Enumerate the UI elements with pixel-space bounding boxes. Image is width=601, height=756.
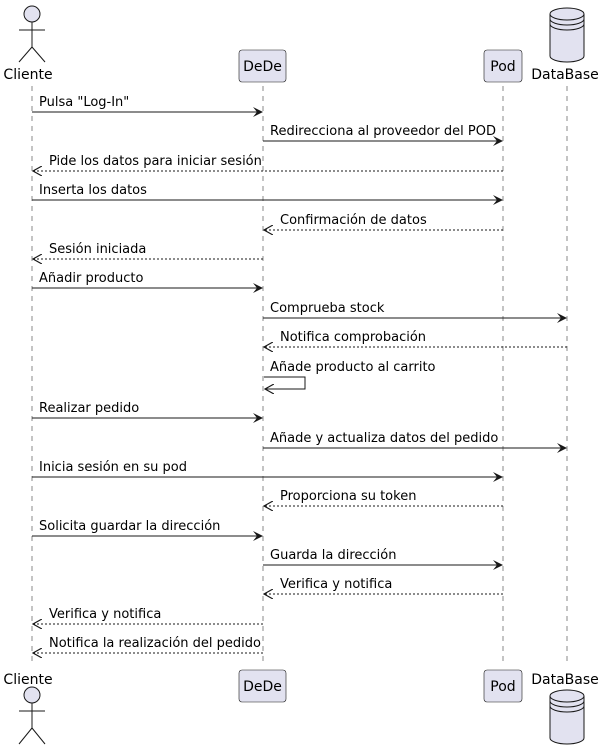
participant-label-dede: DeDe: [243, 59, 282, 75]
message-label: Verifica y notifica: [49, 607, 161, 622]
message-4: Inserta los datos: [32, 183, 503, 205]
message-label: Redirecciona al proveedor del POD: [270, 124, 496, 139]
participant-box: [483, 669, 523, 703]
participant-pod-top: Pod: [483, 49, 523, 83]
participant-database-top: DataBase: [531, 7, 599, 83]
participant-label-pod: Pod: [490, 679, 515, 695]
message-7: Añadir producto: [32, 271, 263, 293]
message-6: Sesión iniciada: [33, 242, 263, 259]
participant-box: [238, 49, 287, 83]
participant-dede-bottom: DeDe: [238, 669, 287, 703]
message-label: Guarda la dirección: [270, 548, 396, 563]
participant-pod-bottom: Pod: [483, 669, 523, 703]
message-19: Notifica la realización del pedido: [33, 636, 263, 653]
messages-group: Pulsa "Log-In" Redirecciona al proveedor …: [32, 95, 567, 653]
message-label: Realizar pedido: [39, 401, 139, 416]
message-label: Inserta los datos: [39, 183, 147, 198]
message-9: Notifica comprobación: [264, 330, 567, 347]
message-label: Notifica la realización del pedido: [49, 636, 261, 651]
message-15: Solicita guardar la dirección: [32, 519, 263, 541]
message-label: Notifica comprobación: [280, 330, 426, 345]
message-label: Sesión iniciada: [49, 242, 146, 257]
message-3: Pide los datos para iniciar sesión: [33, 154, 503, 171]
message-2: Redirecciona al proveedor del POD: [263, 124, 503, 146]
message-18: Verifica y notifica: [33, 607, 263, 624]
message-17: Verifica y notifica: [264, 577, 503, 594]
message-label: Pide los datos para iniciar sesión: [49, 154, 262, 169]
participant-label-pod: Pod: [490, 59, 515, 75]
message-8: Comprueba stock: [263, 301, 567, 323]
participant-cliente-bottom: Cliente: [3, 672, 53, 745]
message-label: Añade producto al carrito: [270, 360, 436, 375]
message-label: Pulsa "Log-In": [39, 95, 129, 110]
message-1: Pulsa "Log-In": [32, 95, 263, 117]
message-label: Proporciona su token: [280, 489, 416, 504]
database-icon: [549, 7, 585, 63]
message-10: Añade producto al carrito: [264, 360, 436, 389]
actor-icon: [18, 686, 46, 745]
participant-box: [238, 669, 287, 703]
self-message-arrow: [264, 376, 306, 389]
message-label: Comprueba stock: [270, 301, 385, 316]
database-icon: [549, 689, 585, 745]
participant-label-cliente: Cliente: [3, 672, 52, 688]
participant-cliente-top: Cliente: [3, 5, 53, 83]
message-5: Confirmación de datos: [264, 213, 503, 230]
message-16: Guarda la dirección: [263, 548, 503, 570]
message-12: Añade y actualiza datos del pedido: [263, 431, 567, 453]
message-label: Confirmación de datos: [280, 213, 427, 228]
message-label: Añade y actualiza datos del pedido: [270, 431, 498, 446]
participant-box: [483, 49, 523, 83]
message-label: Inicia sesión en su pod: [39, 460, 187, 475]
actor-icon: [18, 5, 46, 63]
message-label: Solicita guardar la dirección: [39, 519, 220, 534]
message-13: Inicia sesión en su pod: [32, 460, 503, 482]
participant-label-database: DataBase: [531, 67, 599, 83]
participant-label-database: DataBase: [531, 672, 599, 688]
participant-dede-top: DeDe: [238, 49, 287, 83]
message-label: Verifica y notifica: [280, 577, 392, 592]
participant-database-bottom: DataBase: [531, 672, 599, 745]
participant-label-dede: DeDe: [243, 679, 282, 695]
message-label: Añadir producto: [39, 271, 143, 286]
message-11: Realizar pedido: [32, 401, 263, 423]
message-14: Proporciona su token: [264, 489, 503, 506]
participant-label-cliente: Cliente: [3, 67, 52, 83]
